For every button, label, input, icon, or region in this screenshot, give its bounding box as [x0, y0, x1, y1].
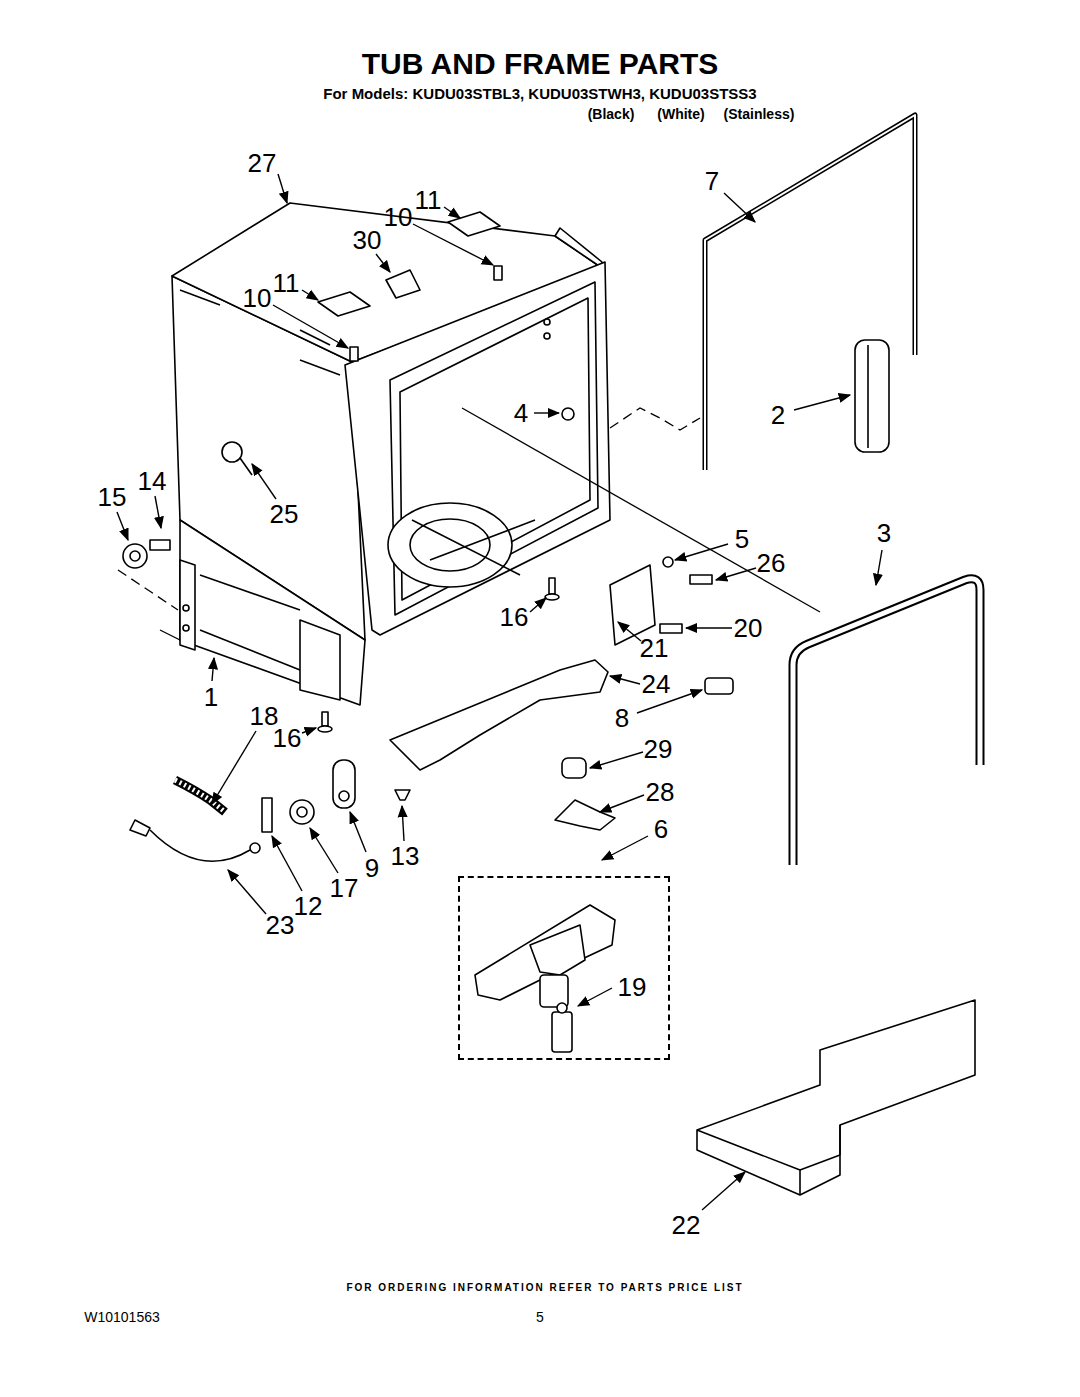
callout-number: 25: [270, 501, 299, 527]
callout-number: 11: [415, 187, 442, 213]
callout-number: 2: [771, 402, 785, 428]
callout-number: 4: [514, 400, 528, 426]
footer-text: 5: [536, 1310, 544, 1324]
callout-number: 11: [273, 270, 300, 296]
callout-number: 16: [273, 725, 302, 751]
callout-number: 19: [618, 974, 647, 1000]
callout-number: 17: [330, 875, 359, 901]
callout-number: 8: [615, 705, 629, 731]
page-title: TUB AND FRAME PARTS: [362, 49, 719, 79]
callout-number: 30: [353, 227, 382, 253]
callout-number: 21: [640, 635, 669, 661]
finish-name: (White): [657, 107, 704, 121]
callout-number: 13: [391, 843, 420, 869]
finish-name: (Black): [588, 107, 635, 121]
callout-number: 24: [642, 671, 671, 697]
footer-text: W10101563: [84, 1310, 160, 1324]
callout-number: 10: [384, 204, 413, 230]
finish-name: (Stainless): [724, 107, 795, 121]
callout-number: 12: [294, 893, 323, 919]
callout-number: 23: [266, 912, 295, 938]
callout-number: 6: [654, 816, 668, 842]
callout-number: 28: [646, 779, 675, 805]
model-list: For Models: KUDU03STBL3, KUDU03STWH3, KU…: [323, 86, 756, 101]
callout-number: 27: [248, 150, 277, 176]
callout-number: 20: [734, 615, 763, 641]
callout-number: 14: [138, 468, 167, 494]
callout-number: 5: [735, 526, 749, 552]
callout-number: 10: [243, 285, 272, 311]
callout-number: 29: [644, 736, 673, 762]
footer-text: FOR ORDERING INFORMATION REFER TO PARTS …: [346, 1283, 743, 1293]
callout-number: 15: [98, 484, 127, 510]
callout-number: 22: [672, 1212, 701, 1238]
callout-number: 1: [204, 684, 218, 710]
dashed-group-box: 19: [458, 876, 670, 1060]
callout-number: 26: [757, 550, 786, 576]
callout-number: 16: [500, 604, 529, 630]
callout-number: 7: [705, 168, 719, 194]
callout-number: 3: [877, 520, 891, 546]
callout-number: 9: [365, 855, 379, 881]
